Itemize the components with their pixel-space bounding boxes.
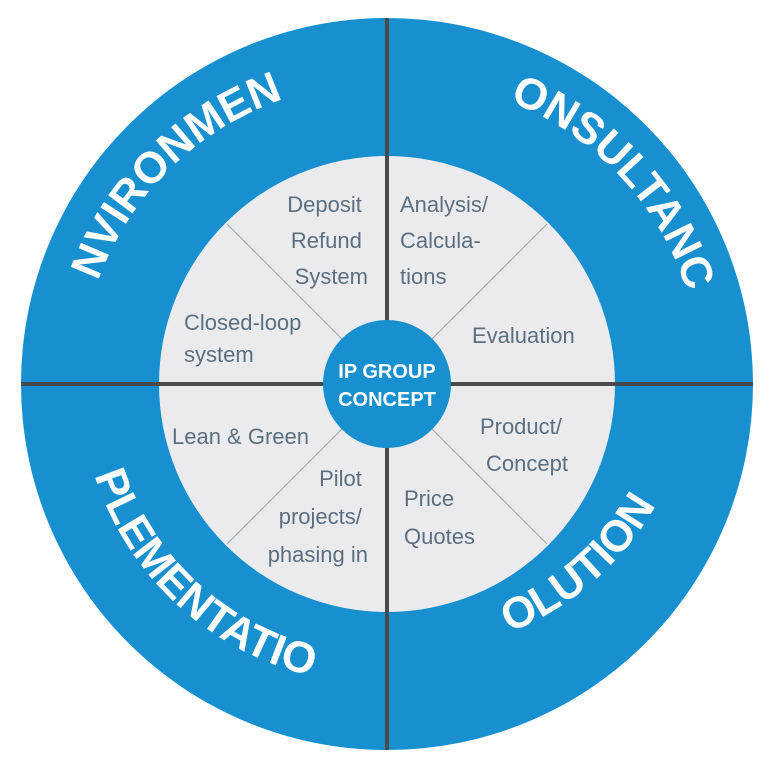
segment-product: Product/ Concept bbox=[480, 414, 568, 476]
segment-evaluation: Evaluation bbox=[472, 323, 575, 348]
segment-price: Price Quotes bbox=[404, 486, 475, 549]
segment-lean-green: Lean & Green bbox=[172, 424, 309, 449]
center-line-1: IP GROUP bbox=[338, 361, 435, 383]
segment-closed-loop: Closed-loop system bbox=[184, 310, 308, 367]
center-line-2: CONCEPT bbox=[338, 389, 436, 411]
segment-analysis: Analysis/ Calcula- tions bbox=[400, 192, 494, 289]
segment-deposit-refund: Deposit Refund System bbox=[287, 192, 368, 289]
inner-divider-sw bbox=[226, 423, 348, 545]
center-circle bbox=[323, 320, 451, 448]
segment-pilot: Pilot projects/ phasing in bbox=[268, 466, 368, 567]
inner-divider-ne bbox=[426, 223, 548, 345]
inner-divider-nw bbox=[226, 223, 348, 345]
inner-divider-se bbox=[426, 423, 548, 545]
